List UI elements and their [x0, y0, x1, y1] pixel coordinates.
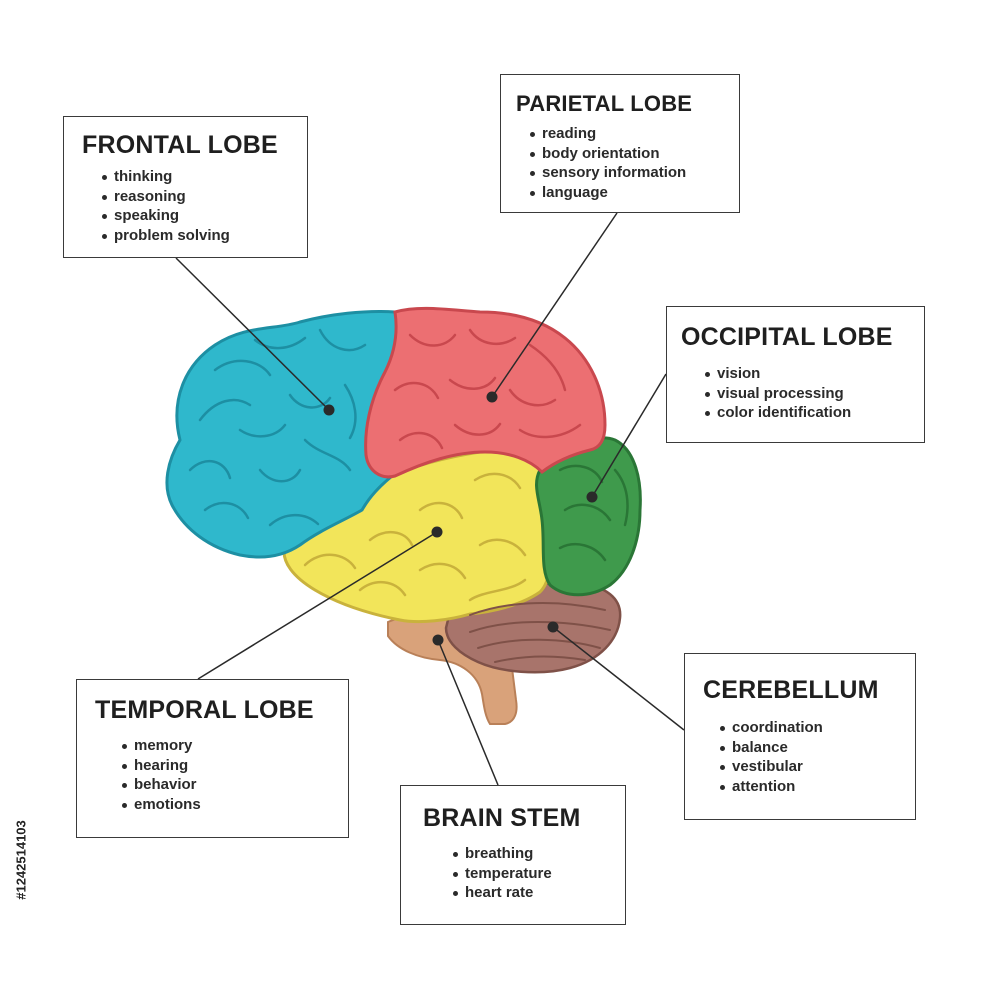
- cerebellum-folia: [469, 602, 611, 663]
- occipital-pointer-dot: [586, 491, 598, 503]
- function-item: color identification: [705, 403, 851, 423]
- function-item: vision: [705, 364, 851, 384]
- function-item: speaking: [102, 206, 230, 226]
- occipital-gyri: [558, 464, 629, 562]
- parietal-lobe-region: [364, 306, 607, 479]
- function-item: reasoning: [102, 187, 230, 207]
- parietal-leader-line: [491, 212, 618, 398]
- function-item: balance: [720, 738, 823, 758]
- parietal-pointer-dot: [486, 391, 498, 403]
- frontal-lobe-title: FRONTAL LOBE: [82, 131, 278, 159]
- brainstem-pointer-dot: [432, 634, 444, 646]
- leader-dots: [323, 391, 598, 646]
- stock-id-watermark: #1242514103: [10, 760, 32, 960]
- function-item: hearing: [122, 756, 201, 776]
- temporal-pointer-dot: [431, 526, 443, 538]
- cerebellum-leader-line: [552, 626, 685, 731]
- function-item: visual processing: [705, 384, 851, 404]
- function-item: vestibular: [720, 757, 823, 777]
- occipital-lobe-region: [535, 436, 642, 597]
- leader-lines: [175, 212, 685, 786]
- cerebellum-pointer-dot: [547, 621, 559, 633]
- frontal-pointer-dot: [323, 404, 335, 416]
- temporal-leader-line: [197, 531, 438, 680]
- function-item: thinking: [102, 167, 230, 187]
- function-item: body orientation: [530, 144, 686, 164]
- function-item: memory: [122, 736, 201, 756]
- temporal-gyri: [303, 472, 527, 602]
- function-item: language: [530, 183, 686, 203]
- occipital-lobe-title: OCCIPITAL LOBE: [681, 323, 893, 351]
- function-item: reading: [530, 124, 686, 144]
- function-item: temperature: [453, 864, 552, 884]
- function-item: heart rate: [453, 883, 552, 903]
- parietal-gyri: [393, 328, 582, 450]
- function-item: sensory information: [530, 163, 686, 183]
- occipital-leader-line: [591, 373, 667, 498]
- function-item: breathing: [453, 844, 552, 864]
- function-item: coordination: [720, 718, 823, 738]
- cerebellum-title: CEREBELLUM: [703, 676, 879, 704]
- function-item: emotions: [122, 795, 201, 815]
- parietal-lobe-title: PARIETAL LOBE: [516, 91, 693, 116]
- stock-id-text: #1242514103: [13, 820, 29, 900]
- function-item: problem solving: [102, 226, 230, 246]
- function-item: attention: [720, 777, 823, 797]
- frontal-gyri: [188, 328, 367, 527]
- brain-stem-title: BRAIN STEM: [423, 804, 581, 832]
- function-item: behavior: [122, 775, 201, 795]
- temporal-lobe-title: TEMPORAL LOBE: [95, 696, 314, 724]
- brainstem-leader-line: [437, 639, 499, 786]
- frontal-leader-line: [175, 257, 330, 411]
